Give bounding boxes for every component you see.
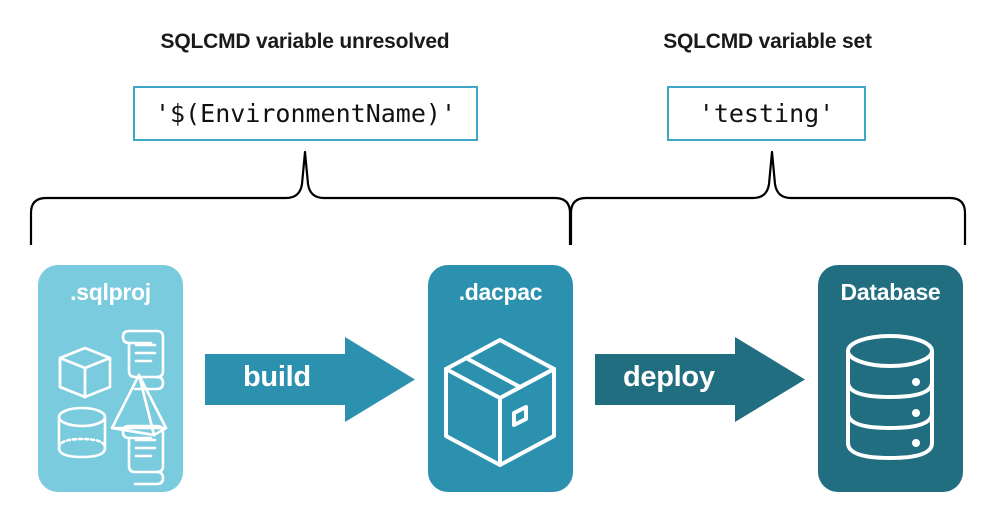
- stage-card-database: Database: [818, 265, 963, 492]
- annotation-heading-left: SQLCMD variable unresolved: [160, 30, 450, 53]
- scroll-icon: [121, 424, 165, 486]
- brace-right: [569, 150, 967, 245]
- annotation-heading-right: SQLCMD variable set: [663, 30, 872, 53]
- cube-icon: [58, 346, 112, 399]
- arrow-deploy-shape: [595, 337, 805, 422]
- arrow-deploy-label: deploy: [623, 361, 715, 393]
- arrow-build-label: build: [243, 361, 311, 393]
- stage-label-database: Database: [840, 279, 941, 305]
- arrow-build-shape: [205, 337, 415, 422]
- sqlproj-artwork: [57, 329, 168, 486]
- sqlcmd-variable-set-value: 'testing': [698, 99, 835, 128]
- brace-left: [29, 150, 572, 245]
- stage-card-sqlproj: .sqlproj: [38, 265, 183, 492]
- dacpac-artwork: [444, 338, 556, 467]
- sqlcmd-variable-unresolved-value: '$(EnvironmentName)': [154, 99, 457, 128]
- database-artwork: [846, 334, 934, 460]
- cylinder-icon: [57, 406, 107, 459]
- package-box-icon: [444, 338, 556, 467]
- stage-label-dacpac: .dacpac: [458, 279, 543, 305]
- stage-card-dacpac: .dacpac: [428, 265, 573, 492]
- sqlcmd-variable-set-value-box: 'testing': [667, 86, 866, 141]
- stage-label-sqlproj: .sqlproj: [70, 279, 151, 305]
- arrow-deploy: deploy: [595, 337, 805, 422]
- sqlcmd-variable-unresolved-value-box: '$(EnvironmentName)': [133, 86, 478, 141]
- database-cylinder-icon: [846, 334, 934, 460]
- arrow-build: build: [205, 337, 415, 422]
- scroll-icon: [121, 329, 165, 391]
